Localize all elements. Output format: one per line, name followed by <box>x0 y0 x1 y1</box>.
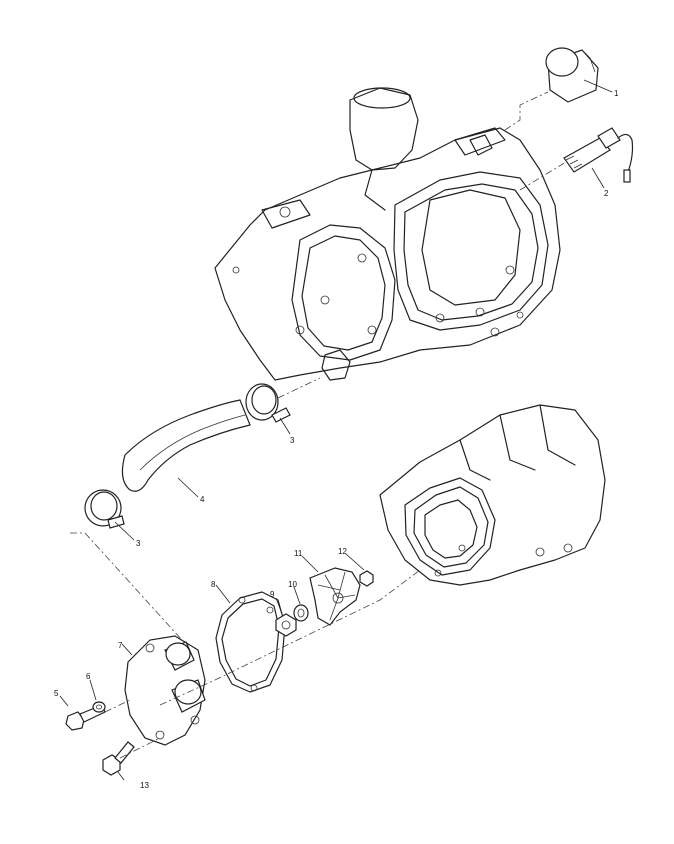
temperature-sensor <box>563 127 634 183</box>
hose-clamp-lower <box>84 489 125 529</box>
thermostat-cap <box>545 47 599 103</box>
callout-8: 8 <box>211 580 216 589</box>
hose-clamp-upper <box>245 383 291 423</box>
seal-washer <box>293 604 309 622</box>
water-pump-cover <box>124 635 206 746</box>
callout-9: 9 <box>270 590 275 599</box>
callout-12: 12 <box>338 547 347 556</box>
callout-10: 10 <box>288 580 297 589</box>
impeller <box>309 567 361 626</box>
callout-2: 2 <box>604 189 609 198</box>
callout-13: 13 <box>140 781 149 790</box>
callout-11: 11 <box>294 549 303 558</box>
callout-6: 6 <box>86 672 91 681</box>
assembly-centerlines <box>70 91 567 759</box>
callout-labels: 1 2 3 3 4 5 6 7 8 9 10 11 12 13 <box>54 89 619 790</box>
water-pump-gasket <box>215 591 286 693</box>
bolt-13 <box>102 741 135 776</box>
callout-7: 7 <box>118 641 123 650</box>
crankcase <box>379 404 606 586</box>
callout-3-upper: 3 <box>290 436 295 445</box>
small-nut <box>359 570 374 587</box>
leader-lines <box>59 79 613 781</box>
callout-4: 4 <box>200 495 205 504</box>
washer-6 <box>92 701 106 713</box>
callout-1: 1 <box>614 89 619 98</box>
callout-3-lower: 3 <box>136 539 141 548</box>
nut <box>275 613 297 637</box>
callout-5: 5 <box>54 689 59 698</box>
cylinder-head <box>214 87 561 381</box>
coolant-hose <box>121 399 251 492</box>
